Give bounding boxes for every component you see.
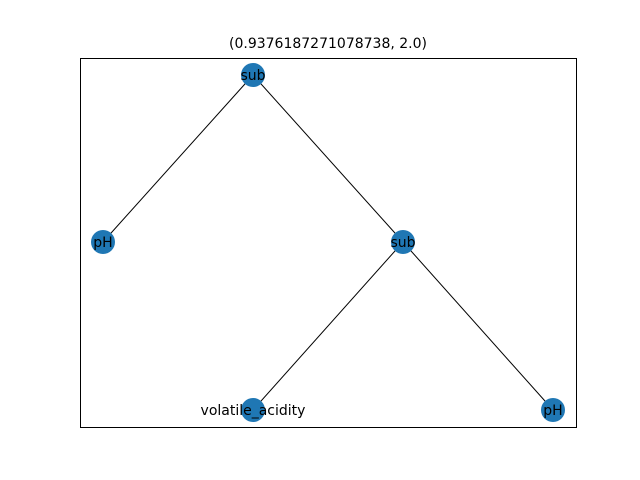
node-n4 [541, 398, 565, 422]
node-label-n0: sub [240, 68, 265, 84]
node-n0 [241, 63, 265, 87]
axes-frame [80, 58, 577, 428]
edge-n2-n4 [402, 241, 554, 411]
edge-n0-n1 [102, 74, 254, 243]
node-label-n1: pH [93, 235, 112, 251]
nodes-layer: sub pH sub volatile_acidity pH [91, 63, 565, 422]
plot-title: (0.9376187271078738, 2.0) [229, 36, 427, 52]
node-n3 [241, 398, 265, 422]
node-n2 [391, 230, 415, 254]
edges-layer [102, 74, 554, 411]
edge-n0-n2 [252, 74, 404, 243]
node-n1 [91, 230, 115, 254]
node-label-n2: sub [390, 235, 415, 251]
edge-n2-n3 [252, 241, 404, 411]
node-label-n3: volatile_acidity [201, 403, 306, 419]
node-label-n4: pH [543, 403, 562, 419]
